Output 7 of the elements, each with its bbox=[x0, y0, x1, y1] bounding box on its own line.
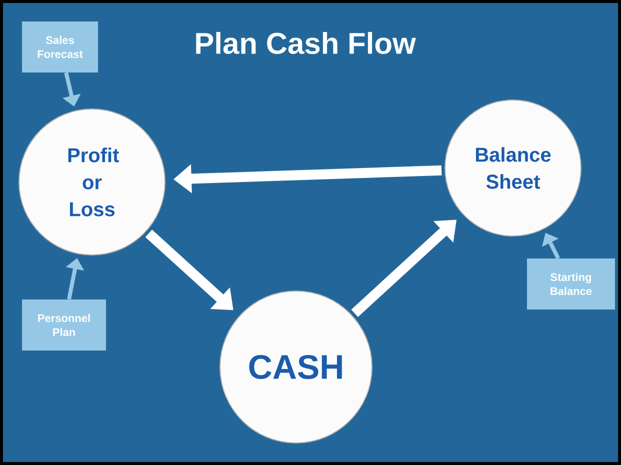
circle-node: CASH bbox=[220, 290, 372, 444]
label-box: Sales Forecast bbox=[22, 22, 98, 72]
circle-node: Balance Sheet bbox=[444, 100, 582, 236]
circle-node: Profit or Loss bbox=[18, 108, 166, 256]
label-box: Personnel Plan bbox=[22, 300, 106, 350]
title: Plan Cash Flow bbox=[196, 32, 416, 54]
label-box: Starting Balance bbox=[527, 258, 615, 310]
